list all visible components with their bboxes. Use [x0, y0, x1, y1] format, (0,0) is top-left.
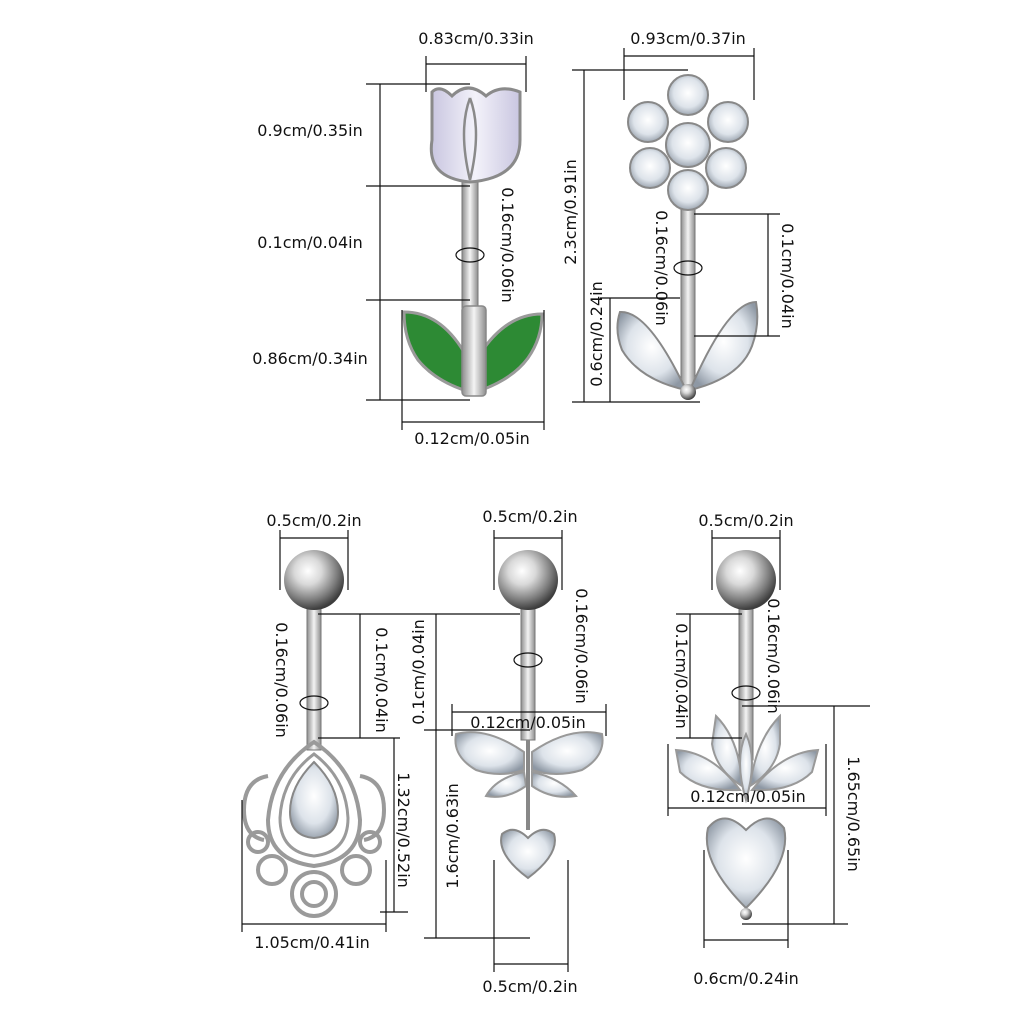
flower-gauge-label: 0.16cm/0.06in: [652, 210, 671, 326]
flower-leaf-height-label: 0.6cm/0.24in: [587, 281, 606, 386]
tulip-left-leaf: [402, 310, 472, 395]
lotus-bottom-bead: [740, 908, 752, 920]
flower-bottom-bead: [680, 384, 696, 400]
butterfly-heart-width-label: 0.5cm/0.2in: [482, 977, 577, 996]
teardrop-charm-width-label: 1.05cm/0.41in: [254, 933, 370, 952]
lotus-ball-width-label: 0.5cm/0.2in: [698, 511, 793, 530]
lotus-bar-length-label: 0.1cm/0.04in: [672, 623, 691, 728]
lotus-heart-width-label: 0.6cm/0.24in: [693, 969, 798, 988]
tulip-width-label: 0.83cm/0.33in: [418, 29, 534, 48]
butterfly-wings: [454, 731, 604, 798]
crystal-flower-piece: [616, 74, 759, 400]
flower-right-leaf-gem: [688, 300, 759, 392]
teardrop-piece: [241, 550, 387, 918]
crystal-flower-dimensions: 0.93cm/0.37in 2.3cm/0.91in 0.16cm/0.06in…: [561, 29, 797, 403]
teardrop-charm-height-label: 1.32cm/0.52in: [394, 772, 413, 888]
teardrop-bar-length-label: 0.1cm/0.04in: [372, 627, 391, 732]
flower-left-leaf-gem: [616, 310, 688, 392]
tulip-dimensions: 0.83cm/0.33in 0.9cm/0.35in 0.1cm/0.04in …: [252, 29, 545, 448]
tulip-leaf-height-label: 0.86cm/0.34in: [252, 349, 368, 368]
flower-crystal-cluster: [627, 74, 749, 211]
teardrop-top-ball: [284, 550, 344, 610]
lotus-drop-height-label: 1.65cm/0.65in: [844, 756, 863, 872]
tulip-petal-line: [462, 97, 478, 181]
flower-bar-length-label: 0.1cm/0.04in: [778, 223, 797, 328]
lotus-heart-dimensions: 0.5cm/0.2in 0.16cm/0.06in 0.1cm/0.04in 1…: [667, 511, 870, 988]
teardrop-dimensions: 0.5cm/0.2in 0.16cm/0.06in 0.1cm/0.04in 1…: [241, 511, 520, 952]
teardrop-gem: [288, 760, 340, 840]
butterfly-gauge-label: 0.16cm/0.06in: [572, 588, 591, 704]
lotus-gauge-ring: [731, 685, 761, 701]
lotus-gauge-label: 0.16cm/0.06in: [764, 598, 783, 714]
tulip-stem-height-label: 0.1cm/0.04in: [257, 233, 362, 252]
teardrop-ornament: [241, 739, 387, 918]
tulip-right-leaf: [474, 312, 544, 395]
butterfly-heart-gem: [500, 828, 556, 880]
butterfly-bar-length-label: 0.1cm/0.04in: [409, 619, 428, 724]
butterfly-piece: [454, 550, 604, 880]
teardrop-bar: [306, 599, 322, 751]
lotus-top-ball: [716, 550, 776, 610]
flower-bar: [680, 199, 696, 391]
teardrop-gauge-ring: [299, 695, 329, 711]
lotus-petal-width-label: 0.12cm/0.05in: [690, 787, 806, 806]
teardrop-ball-width-label: 0.5cm/0.2in: [266, 511, 361, 530]
flower-width-label: 0.93cm/0.37in: [630, 29, 746, 48]
butterfly-top-ball: [498, 550, 558, 610]
butterfly-gauge-ring: [513, 652, 543, 668]
butterfly-drop-height-label: 1.6cm/0.63in: [443, 783, 462, 888]
tulip-gauge-ring: [455, 247, 485, 263]
lotus-petal-gems: [674, 713, 820, 804]
teardrop-gauge-label: 0.16cm/0.06in: [272, 622, 291, 738]
tulip-stem-base: [461, 305, 487, 397]
tulip-piece: [402, 86, 544, 397]
butterfly-dimensions: 0.5cm/0.2in 0.16cm/0.06in 0.1cm/0.04in 0…: [409, 507, 607, 996]
flower-total-height-label: 2.3cm/0.91in: [561, 159, 580, 264]
tulip-flower-height-label: 0.9cm/0.35in: [257, 121, 362, 140]
tulip-bottom-label: 0.12cm/0.05in: [414, 429, 530, 448]
butterfly-gauge-width-label: 0.12cm/0.05in: [470, 713, 586, 732]
lotus-heart-piece: [674, 550, 820, 920]
flower-gauge-ring: [673, 260, 703, 276]
lotus-heart-gem: [705, 817, 787, 910]
butterfly-ball-width-label: 0.5cm/0.2in: [482, 507, 577, 526]
tulip-gauge-label: 0.16cm/0.06in: [498, 187, 517, 303]
